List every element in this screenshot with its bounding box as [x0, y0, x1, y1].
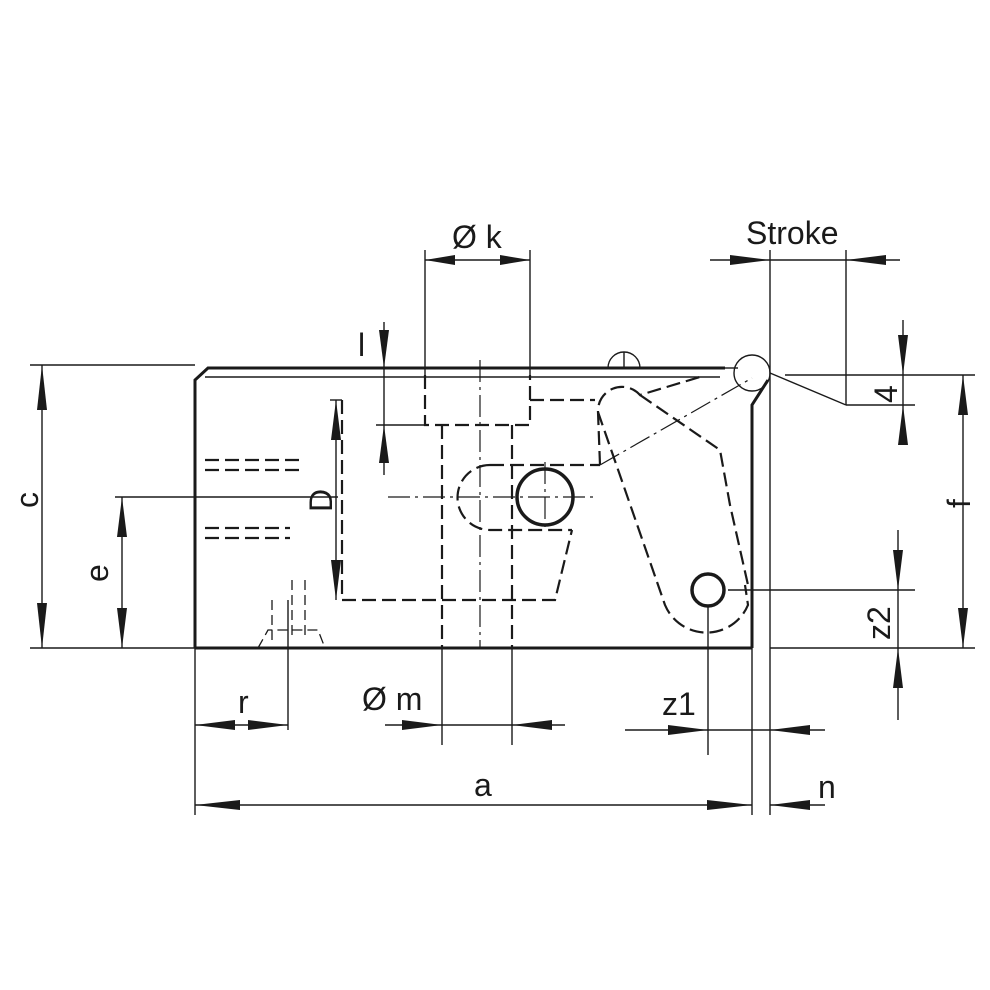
centerlines — [388, 360, 753, 648]
label-l: l — [358, 327, 365, 363]
label-stroke: Stroke — [746, 215, 838, 251]
label-dia-k: Ø k — [452, 219, 503, 255]
top-knob — [607, 351, 641, 369]
label-e: e — [79, 564, 115, 582]
dimension-labels: Ø k Stroke l c D e f 4 z2 r Ø m z1 a n — [9, 215, 977, 805]
label-dia-m: Ø m — [362, 681, 422, 717]
housing-body — [193, 366, 770, 650]
label-a: a — [474, 767, 492, 803]
label-r: r — [238, 684, 249, 720]
roller-hole — [690, 572, 726, 608]
label-z2: z2 — [861, 606, 897, 640]
label-4: 4 — [868, 385, 904, 403]
label-n: n — [818, 769, 836, 805]
dimensions — [30, 250, 975, 815]
label-c: c — [9, 492, 45, 508]
label-f: f — [941, 499, 977, 508]
label-z1: z1 — [662, 686, 696, 722]
label-D: D — [303, 489, 339, 512]
hidden-features — [205, 375, 750, 649]
